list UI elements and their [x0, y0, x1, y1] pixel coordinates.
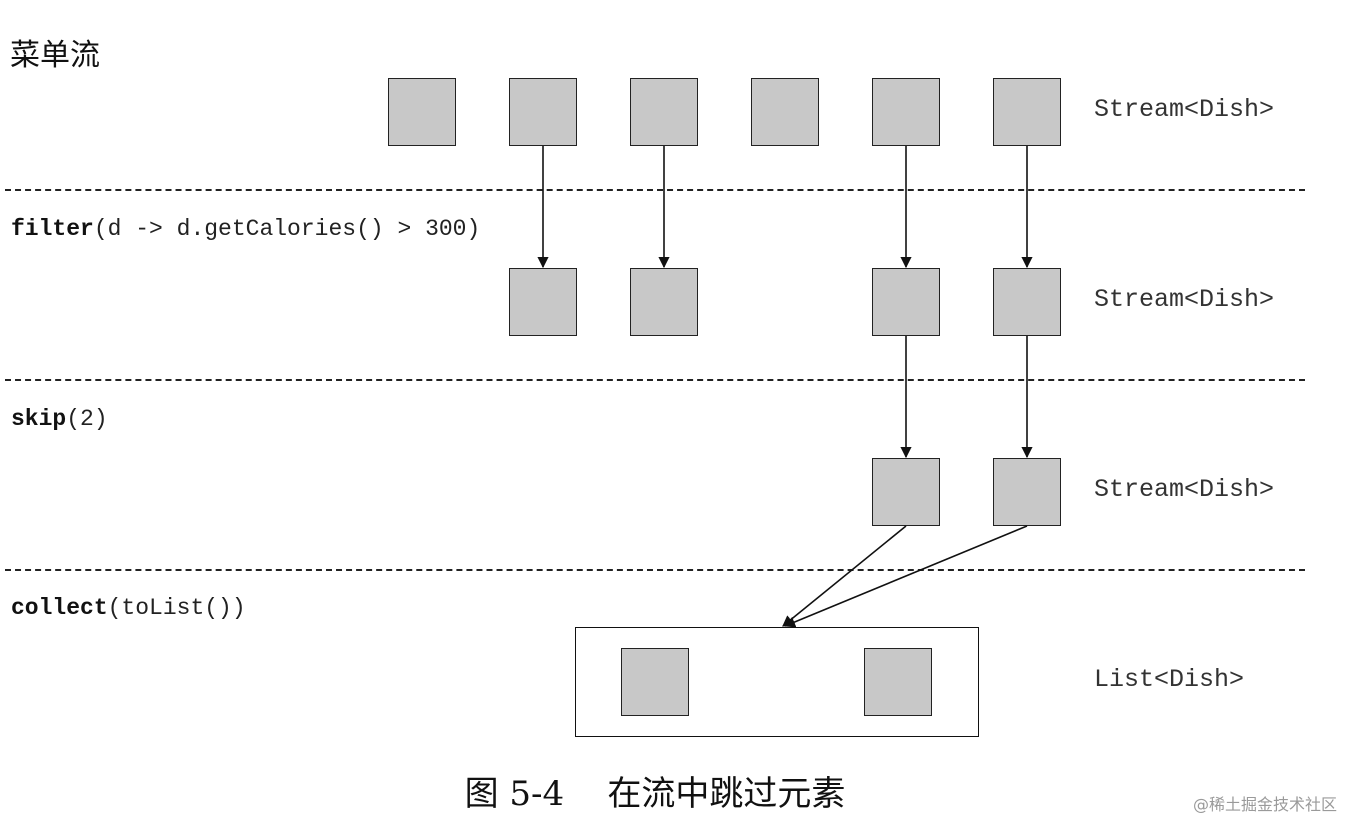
arrow-collect-2	[783, 525, 1028, 628]
box-row2-2	[993, 458, 1061, 526]
op-args-skip: (2)	[66, 406, 108, 432]
op-skip: skip(2)	[11, 406, 108, 432]
box-row1-1	[509, 268, 577, 336]
op-name-skip: skip	[11, 406, 67, 432]
stream-type-label-1: Stream<Dish>	[1094, 285, 1275, 314]
diagram-title: 菜单流	[10, 38, 100, 73]
separator-2	[5, 379, 1305, 381]
op-name-collect: collect	[11, 595, 108, 621]
box-list-2	[864, 648, 932, 716]
figure-caption: 图 5-4 在流中跳过元素	[464, 774, 846, 814]
op-collect: collect(toList())	[11, 595, 246, 621]
list-type-label: List<Dish>	[1094, 665, 1245, 694]
arrow-collect-1	[782, 525, 907, 627]
stream-type-label-0: Stream<Dish>	[1094, 95, 1275, 124]
box-row2-1	[872, 458, 940, 526]
box-row0-4	[751, 78, 819, 146]
op-args-filter: (d -> d.getCalories() > 300)	[93, 216, 481, 242]
box-row1-4	[993, 268, 1061, 336]
op-filter: filter(d -> d.getCalories() > 300)	[11, 216, 480, 242]
watermark: @稀土掘金技术社区	[1192, 795, 1337, 814]
box-list-1	[621, 648, 689, 716]
op-name-filter: filter	[11, 216, 94, 242]
separator-1	[5, 189, 1305, 191]
box-row0-2	[509, 78, 577, 146]
box-row0-3	[630, 78, 698, 146]
box-row0-1	[388, 78, 456, 146]
op-args-collect: (toList())	[107, 595, 246, 621]
box-row0-6	[993, 78, 1061, 146]
box-row0-5	[872, 78, 940, 146]
separator-3	[5, 569, 1305, 571]
box-row1-2	[630, 268, 698, 336]
list-container	[575, 627, 979, 737]
box-row1-3	[872, 268, 940, 336]
stream-type-label-2: Stream<Dish>	[1094, 475, 1275, 504]
